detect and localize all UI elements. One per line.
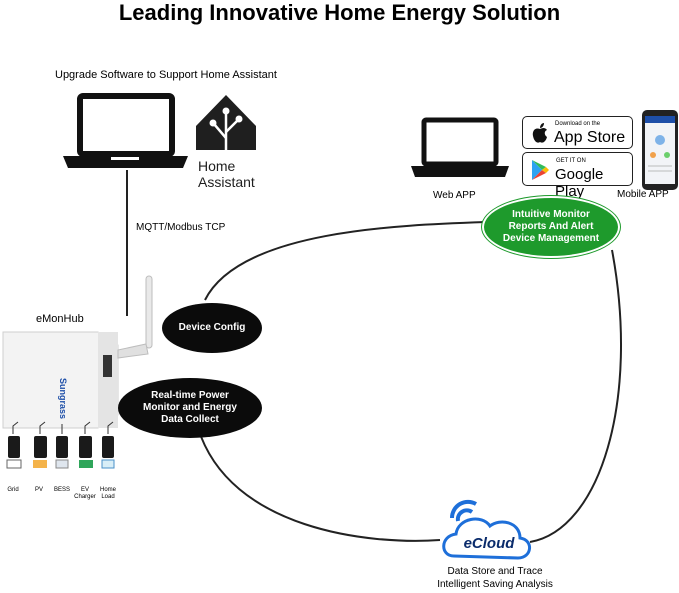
device-label: eMonHub bbox=[36, 313, 84, 325]
web-app-laptop-icon bbox=[411, 117, 509, 177]
emonhub-device bbox=[2, 275, 153, 429]
ecloud-icon bbox=[442, 499, 531, 560]
realtime-line2: Monitor and Energy bbox=[143, 402, 237, 413]
realtime-oval: Real-time Power Monitor and Energy Data … bbox=[118, 378, 262, 438]
home-assistant-label: Home Assistant bbox=[198, 158, 255, 190]
monitor-line1: Intuitive Monitor bbox=[512, 209, 590, 220]
pv-sensor-icon bbox=[34, 421, 47, 458]
device-config-oval: Device Config bbox=[162, 303, 262, 353]
ecloud-caption-line1: Data Store and Trace bbox=[447, 566, 543, 577]
laptop-icon bbox=[63, 93, 188, 168]
home-assistant-icon bbox=[196, 95, 256, 150]
grid-sensor-icon bbox=[8, 421, 20, 458]
sensor-home-label1: Home bbox=[99, 487, 116, 493]
sensor-ev-label1: EV bbox=[80, 487, 89, 493]
app-store-button[interactable]: Download on the App Store bbox=[522, 116, 633, 149]
google-play-icon bbox=[532, 160, 549, 180]
ev-sensor-icon bbox=[79, 421, 92, 458]
google-play-small: GET IT ON bbox=[556, 158, 586, 164]
sensor-ev-label2: Charger bbox=[74, 494, 96, 500]
device-config-label: Device Config bbox=[178, 322, 246, 333]
sensor-grid-label: Grid bbox=[7, 487, 19, 493]
home-sensor-icon bbox=[102, 421, 114, 458]
monitor-oval: Intuitive Monitor Reports And Alert Devi… bbox=[482, 196, 620, 258]
sensor-bess-label: BESS bbox=[53, 487, 70, 493]
sensor-home-label2: Load bbox=[101, 494, 115, 500]
sensor-home: Home Load bbox=[97, 487, 119, 501]
ecloud-logo-text: eCloud bbox=[463, 535, 515, 552]
monitor-line2: Reports And Alert bbox=[508, 221, 594, 232]
ev-charger-icon bbox=[79, 460, 93, 468]
sensor-ev: EV Charger bbox=[73, 487, 97, 501]
solar-panel-icon bbox=[33, 460, 47, 468]
realtime-to-cloud-line bbox=[197, 427, 441, 542]
sensor-bess: BESS bbox=[52, 487, 72, 494]
google-play-button[interactable]: GET IT ON Google Play bbox=[522, 152, 633, 200]
app-store-big: App Store bbox=[554, 129, 626, 146]
bess-sensor-icon bbox=[56, 424, 68, 458]
monitor-line3: Device Management bbox=[502, 233, 600, 244]
device-brand: Sungrass bbox=[58, 378, 68, 420]
grid-tower-icon bbox=[6, 459, 22, 469]
app-store-small: Download on the bbox=[555, 121, 601, 127]
battery-icon bbox=[55, 459, 69, 469]
ecloud-caption-line2: Intelligent Saving Analysis bbox=[437, 579, 553, 590]
sensor-grid: Grid bbox=[4, 487, 22, 494]
mobile-phone-icon bbox=[642, 110, 678, 190]
page-title: Leading Innovative Home Energy Solution bbox=[118, 0, 561, 25]
sensor-clamps bbox=[6, 421, 115, 469]
home-icon bbox=[101, 459, 115, 469]
protocol-label: MQTT/Modbus TCP bbox=[136, 222, 226, 233]
sensor-pv: PV bbox=[30, 487, 48, 494]
realtime-line3: Data Collect bbox=[161, 414, 219, 425]
ecloud-caption: Data Store and Trace Intelligent Saving … bbox=[410, 565, 580, 591]
sensor-pv-label: PV bbox=[34, 487, 43, 493]
realtime-line1: Real-time Power bbox=[151, 390, 229, 401]
monitor-to-cloud-line bbox=[529, 249, 622, 543]
web-app-label: Web APP bbox=[433, 190, 476, 201]
config-to-monitor-line bbox=[204, 221, 489, 301]
home-assistant-line2: Assistant bbox=[198, 174, 255, 190]
upgrade-label: Upgrade Software to Support Home Assista… bbox=[55, 69, 277, 81]
mobile-app-label: Mobile APP bbox=[617, 189, 669, 200]
apple-icon bbox=[532, 123, 547, 143]
home-assistant-line1: Home bbox=[198, 158, 236, 174]
